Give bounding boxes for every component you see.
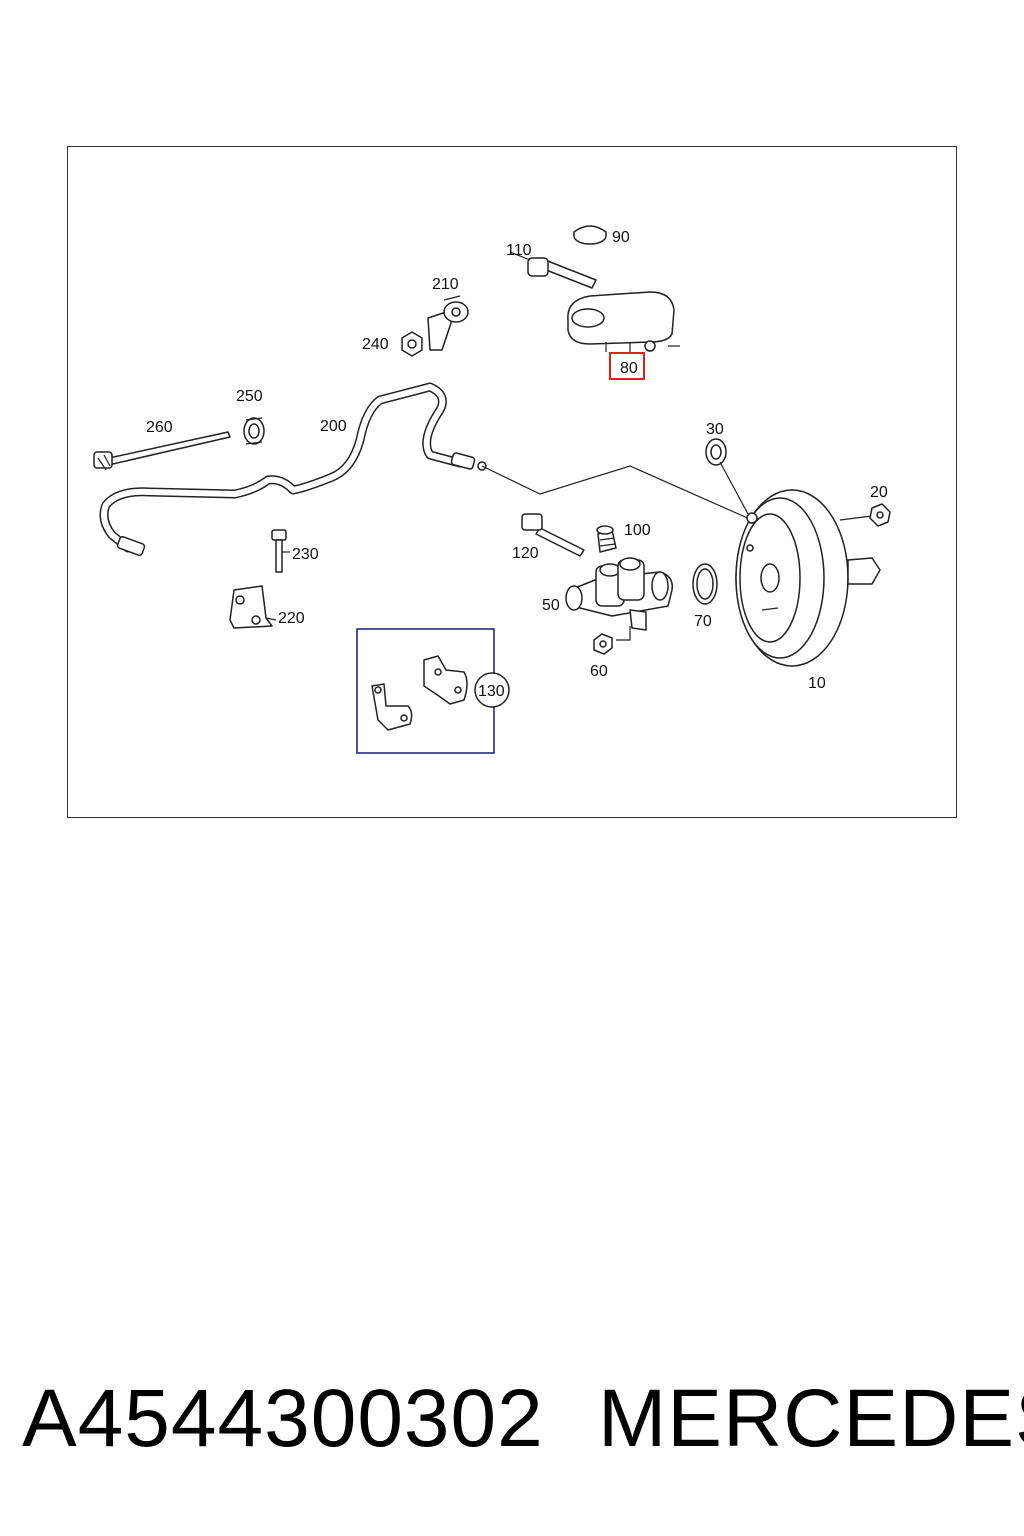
callout-100: 100: [624, 522, 651, 539]
callout-90: 90: [612, 229, 630, 246]
callout-110: 110: [506, 242, 532, 259]
bracket-220: [229, 585, 277, 629]
nut-240: [401, 331, 423, 357]
cable-tie-260: [93, 431, 231, 471]
o-ring-70: [692, 563, 718, 605]
leader-pipe-booster: [481, 465, 753, 521]
seal-30: [705, 438, 749, 515]
exploded-parts-diagram: 260 250 200 210 240 110 90: [93, 225, 891, 754]
fluid-reservoir-80: [567, 291, 680, 352]
reservoir-cap-90: [573, 225, 607, 245]
clip-250: [243, 417, 265, 445]
callout-250: 250: [236, 388, 263, 405]
callout-50: 50: [542, 597, 560, 614]
callout-30: 30: [706, 421, 724, 438]
callout-130: 130: [478, 683, 505, 700]
footer: A4544300302 MERCEDES: [0, 1372, 1024, 1472]
callout-20: 20: [870, 484, 888, 501]
brand-name: MERCEDES: [598, 1373, 1024, 1464]
bracket-210: [427, 295, 469, 351]
callout-230: 230: [292, 546, 319, 563]
nut-20: [869, 503, 891, 527]
pin-120: [521, 513, 585, 557]
bolt-230: [271, 529, 290, 573]
callout-210: 210: [432, 276, 459, 293]
callout-60: 60: [590, 663, 608, 680]
callout-70: 70: [694, 613, 712, 630]
grommet-100: [596, 525, 617, 553]
nut-60: [593, 633, 613, 655]
master-cylinder-50: [565, 557, 673, 641]
part-number: A4544300302: [22, 1373, 544, 1464]
parts-diagram-frame: [67, 146, 957, 818]
inset-box-130: [356, 628, 510, 754]
level-sensor-110: [509, 251, 597, 289]
brake-booster-10: [735, 489, 881, 667]
callout-220: 220: [278, 610, 305, 627]
brake-line-200: [99, 382, 487, 556]
callout-260: 260: [146, 419, 173, 436]
callout-10: 10: [808, 675, 826, 692]
callout-240: 240: [362, 336, 389, 353]
highlight-box-80: [609, 352, 645, 380]
callout-200: 200: [320, 418, 347, 435]
callout-80: 80: [620, 360, 638, 377]
callout-120: 120: [512, 545, 539, 562]
